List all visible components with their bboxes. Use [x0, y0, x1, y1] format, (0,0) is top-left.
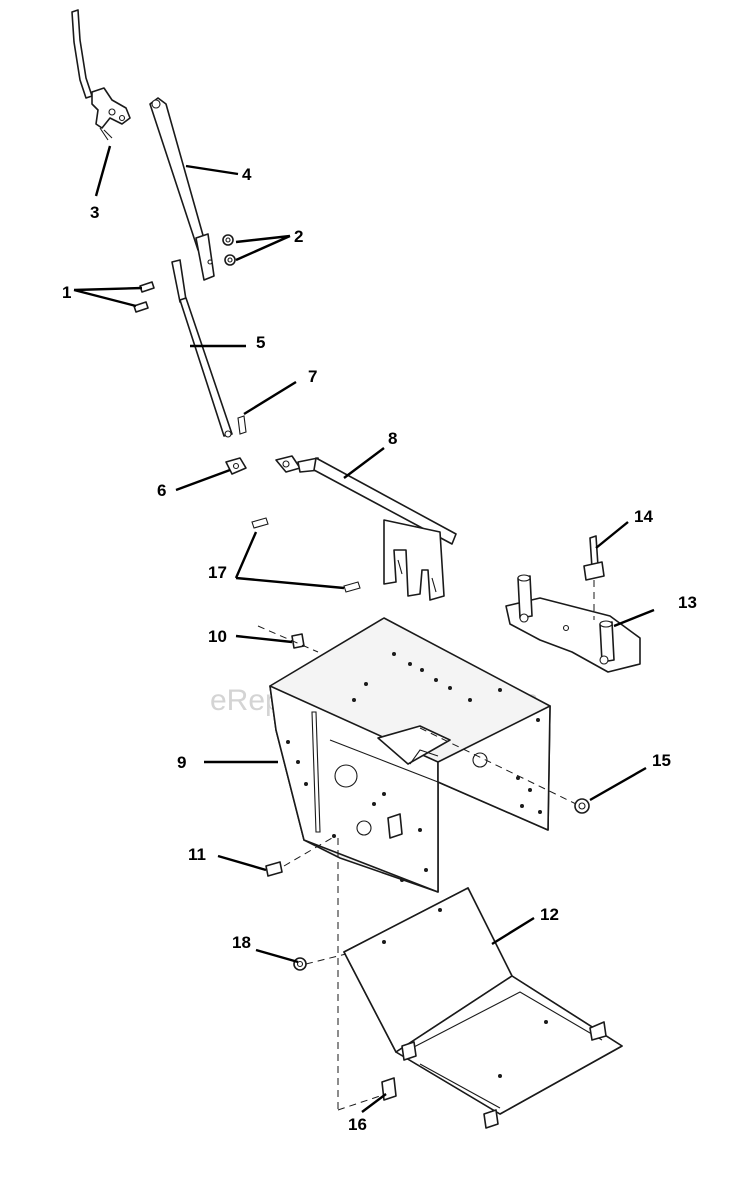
part-9-main-frame [269, 617, 551, 893]
part-8-shift-bracket [275, 455, 457, 601]
part-14-bolt [583, 535, 605, 620]
part-12-footplate [343, 887, 623, 1129]
part-16-clip [337, 1077, 397, 1111]
part-11-screw [265, 837, 339, 1110]
part-4-upper-rod [149, 97, 215, 281]
callout-5: 5 [256, 333, 265, 352]
part-6-clip [225, 457, 247, 475]
part-13-mounting-plate [505, 574, 641, 673]
callout-10: 10 [208, 627, 227, 646]
callout-9: 9 [177, 753, 186, 772]
callout-12: 12 [540, 905, 559, 924]
part-17-pins [251, 517, 361, 593]
callout-15: 15 [652, 751, 671, 770]
callout-8: 8 [388, 429, 397, 448]
callout-18: 18 [232, 933, 251, 952]
callout-7: 7 [308, 367, 317, 386]
callout-3: 3 [90, 203, 99, 222]
callout-labels: 1 2 3 4 5 6 7 8 9 10 11 12 13 14 15 16 1… [62, 165, 697, 1134]
callout-14: 14 [634, 507, 653, 526]
callout-6: 6 [157, 481, 166, 500]
part-1-bolts [133, 281, 155, 313]
leader-lines [73, 145, 655, 1113]
callout-1: 1 [62, 283, 71, 302]
callout-4: 4 [242, 165, 252, 184]
callout-2: 2 [294, 227, 303, 246]
part-2-nuts [222, 234, 236, 266]
callout-13: 13 [678, 593, 697, 612]
callout-16: 16 [348, 1115, 367, 1134]
part-15-nut [419, 727, 590, 814]
part-10-bolt [257, 625, 319, 653]
part-5-lower-rod [171, 259, 233, 438]
part-7-pin [237, 415, 247, 435]
part-3-upper-linkage [71, 9, 131, 141]
callout-11: 11 [188, 845, 206, 864]
callout-17: 17 [208, 563, 227, 582]
